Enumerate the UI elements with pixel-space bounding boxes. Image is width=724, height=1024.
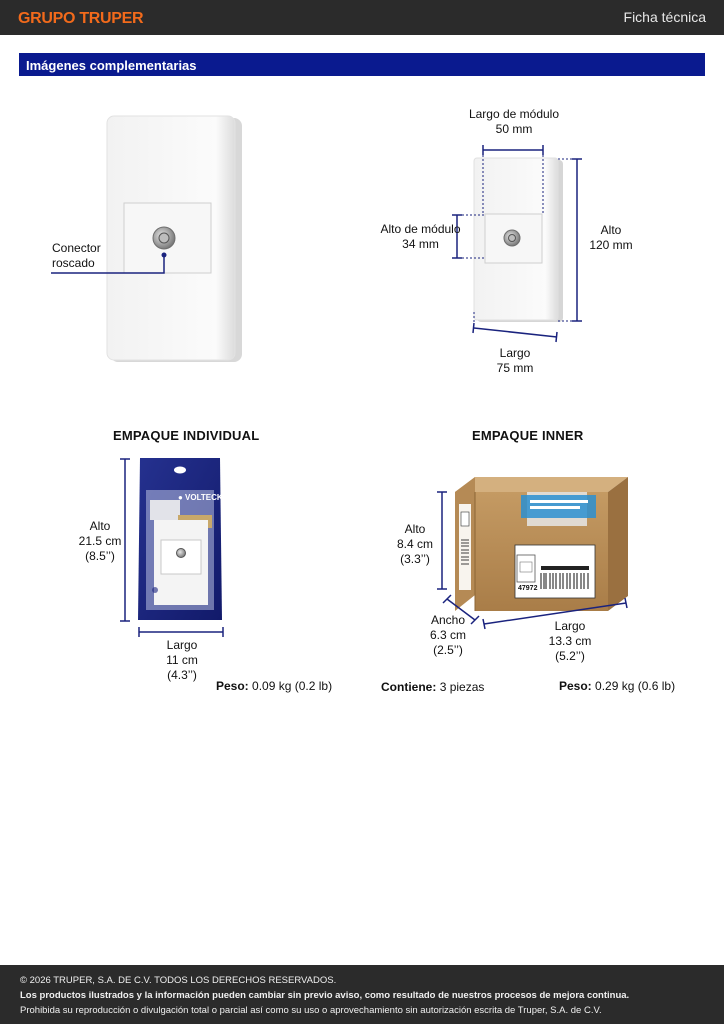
inner-dimension-lines: [437, 491, 628, 630]
inner-width-in: (5.2’’): [555, 649, 585, 663]
inner-height-label: Alto 8.4 cm (3.3’’): [392, 522, 438, 567]
connector-label: Conector roscado: [52, 241, 101, 271]
footer-notice: Los productos ilustrados y la informació…: [20, 990, 630, 1001]
top-bar: GRUPO TRUPER Ficha técnica: [0, 0, 724, 35]
inner-height-cm: 8.4 cm: [396, 537, 433, 551]
connector-label-line-2: roscado: [52, 256, 95, 270]
inner-depth-title: Ancho: [430, 613, 466, 627]
inner-width-title: Largo: [554, 619, 586, 633]
individual-weight-value: 0.09 kg (0.2 lb): [252, 679, 333, 693]
inner-contents-label: Contiene:: [381, 680, 437, 694]
individual-height-cm: 21.5 cm: [78, 534, 122, 548]
box-label-code: 47972: [518, 585, 538, 592]
inner-weight: Peso: 0.29 kg (0.6 lb): [559, 679, 675, 694]
individual-width-label: Largo 11 cm (4.3’’): [152, 638, 212, 683]
footer-copyright: © 2026 TRUPER, S.A. DE C.V. TODOS LOS DE…: [20, 975, 337, 986]
inner-package-image: [455, 477, 628, 611]
inner-height-title: Alto: [404, 522, 426, 536]
inner-contents: Contiene: 3 piezas: [381, 680, 484, 695]
module-height-title: Alto de módulo: [380, 222, 461, 236]
total-width-label: Largo 75 mm: [480, 346, 550, 376]
section-title: Imágenes complementarias: [26, 58, 197, 73]
inner-weight-value: 0.29 kg (0.6 lb): [595, 679, 676, 693]
individual-dimension-lines: [120, 458, 224, 637]
individual-height-title: Alto: [89, 519, 111, 533]
connector-label-line-1: Conector: [52, 241, 101, 255]
module-width-label: Largo de módulo 50 mm: [464, 107, 564, 137]
module-height-label: Alto de módulo 34 mm: [373, 222, 468, 252]
inner-package-heading: EMPAQUE INNER: [472, 428, 584, 443]
individual-package-heading: EMPAQUE INDIVIDUAL: [113, 428, 260, 443]
individual-width-cm: 11 cm: [166, 653, 198, 667]
inner-height-in: (3.3’’): [400, 552, 430, 566]
dimension-lines: [452, 145, 582, 343]
module-height-value: 34 mm: [402, 237, 439, 251]
module-width-value: 50 mm: [495, 122, 533, 136]
total-height-label: Alto 120 mm: [580, 223, 642, 253]
individual-width-title: Largo: [166, 638, 198, 652]
module-width-title: Largo de módulo: [468, 107, 560, 121]
wall-plate-image: [106, 115, 242, 362]
footer-rights: Prohibida su reproducción o divulgación …: [20, 1005, 602, 1016]
inner-depth-in: (2.5’’): [433, 643, 463, 657]
inner-depth-label: Ancho 6.3 cm (2.5’’): [424, 613, 472, 658]
individual-weight-label: Peso:: [216, 679, 249, 693]
total-width-value: 75 mm: [496, 361, 534, 375]
footer: © 2026 TRUPER, S.A. DE C.V. TODOS LOS DE…: [0, 965, 724, 1024]
individual-package-image: ● VOLTECK: [138, 458, 223, 620]
document-type: Ficha técnica: [623, 9, 706, 25]
inner-width-cm: 13.3 cm: [548, 634, 592, 648]
total-width-title: Largo: [499, 346, 531, 360]
inner-contents-value: 3 piezas: [439, 680, 485, 694]
individual-width-in: (4.3’’): [167, 668, 197, 682]
individual-height-label: Alto 21.5 cm (8.5’’): [74, 519, 126, 564]
individual-weight: Peso: 0.09 kg (0.2 lb): [216, 679, 332, 694]
total-height-value: 120 mm: [589, 238, 633, 252]
section-header: Imágenes complementarias: [19, 53, 705, 76]
total-height-title: Alto: [600, 223, 622, 237]
product-drawings: ● VOLTECK: [51, 115, 628, 637]
dimension-plate-image: [473, 157, 563, 322]
connector-callout: [51, 252, 167, 274]
inner-weight-label: Peso:: [559, 679, 592, 693]
individual-height-in: (8.5’’): [85, 549, 115, 563]
svg-text:● VOLTECK: ● VOLTECK: [178, 493, 223, 502]
inner-width-label: Largo 13.3 cm (5.2’’): [540, 619, 600, 664]
brand-logo: GRUPO TRUPER: [18, 10, 144, 27]
inner-depth-cm: 6.3 cm: [429, 628, 466, 642]
